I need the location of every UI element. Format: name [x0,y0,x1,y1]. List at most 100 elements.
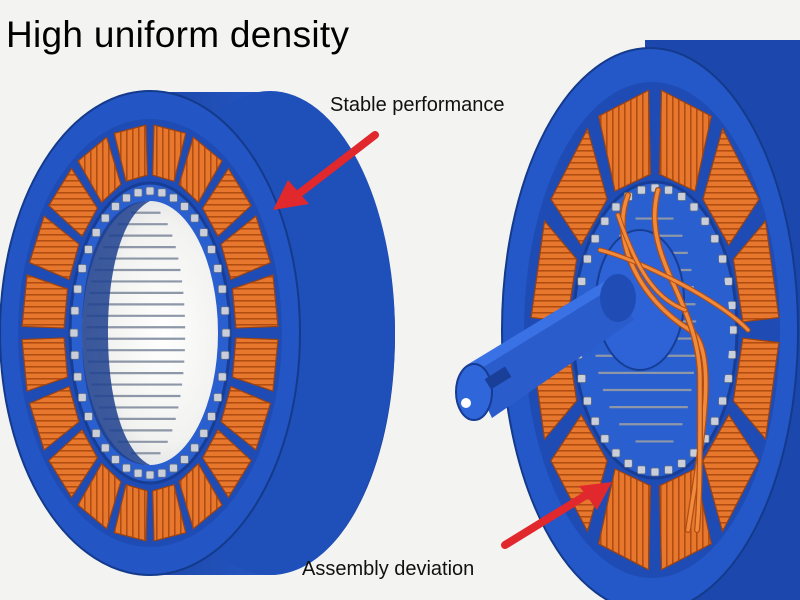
left-tooth-tip [100,213,110,223]
left-tooth-tip [221,328,231,338]
left-tooth-tip [133,468,143,478]
left-coil [202,428,252,499]
right-tooth-tip [637,465,646,475]
right-tooth-tip [718,254,727,264]
right-coil [598,89,652,192]
right-tooth-tip [664,465,673,475]
left-tooth-tip [199,228,209,237]
left-tooth-tip [84,245,93,254]
left-coil [220,385,272,451]
right-coil [702,413,760,533]
right-tooth-tip [611,202,621,212]
right-coil [702,127,760,247]
right-tooth-tip [623,459,633,468]
right-tooth-tip [710,416,720,426]
left-tooth-tip [77,264,87,273]
left-tooth-tip [145,186,155,196]
left-tooth-tip [190,443,200,453]
left-tooth-tip [91,228,101,237]
left-coil [77,136,122,204]
right-tooth-tip [689,202,699,212]
right-tooth-tip [718,396,727,406]
left-coil [202,167,252,238]
left-tooth-tip [157,188,167,198]
shaft-center-hole [461,398,471,408]
left-tooth-tip [169,193,178,203]
left-coil [231,337,279,392]
left-tooth-tip [220,350,230,360]
right-tooth-tip [590,234,600,244]
left-coil [220,215,272,281]
left-coil-ring [21,124,279,542]
right-tooth-tip [590,416,600,426]
left-tooth-tip [84,412,93,421]
right-tooth-tip [611,448,621,458]
left-tooth-tips [69,186,231,480]
arrow-stable-performance [273,131,379,210]
left-tooth-tip [199,429,209,438]
right-tooth-tip [727,300,737,310]
right-tooth-tip [677,459,687,468]
left-coil [152,483,187,542]
left-tooth-tip [69,328,79,338]
right-coil [732,219,780,323]
right-tooth-tip [723,374,733,383]
left-tooth-tip [70,306,80,316]
left-tooth-tip [217,372,227,382]
right-tooth-tip [637,185,646,195]
right-stator [455,40,800,600]
left-tooth-tip [169,463,178,473]
right-tooth-tip [664,185,673,195]
left-tooth-tip [73,284,83,294]
right-tooth-tip [727,350,737,360]
left-tooth-tip [122,463,131,473]
left-tooth-tip [180,202,189,211]
lead-wires [597,187,751,533]
left-tooth-tip [70,350,80,360]
right-tooth-tip [583,254,592,264]
left-coil [178,462,223,530]
left-coil [113,483,148,542]
left-tooth-tip [111,455,120,464]
left-bore-shadow [82,200,150,466]
right-tooth-tip [577,374,587,383]
right-coil [598,468,652,571]
left-coil [28,385,80,451]
right-tooth-tip [577,277,587,286]
left-tooth-tip [207,412,216,421]
right-tooth-tip [583,396,592,406]
left-tooth-tip [73,372,83,382]
left-coil [28,215,80,281]
annotation-assembly-deviation: Assembly deviation [302,558,475,580]
shaft [455,274,636,421]
left-coil [48,428,98,499]
left-tooth-tip [217,284,227,294]
left-tooth-tip [220,306,230,316]
left-coil [178,136,223,204]
left-tooth-tip [190,213,200,223]
left-tooth-tip [213,264,223,273]
right-tooth-tip [723,277,733,286]
left-coil [21,337,69,392]
left-tooth-tip [207,245,216,254]
page-title: High uniform density [6,14,350,55]
left-tooth-tip [91,429,101,438]
left-tooth-tip [213,393,223,402]
right-coil [732,337,780,441]
annotation-stable-performance: Stable performance [330,94,505,116]
left-coil [21,274,69,329]
shaft-end [455,363,493,421]
right-tooth-tip [728,325,738,335]
right-tooth-tip [677,192,687,201]
left-coil [113,124,148,183]
left-tooth-tip [122,193,131,203]
left-tooth-tip [145,470,155,480]
right-tooth-tip [600,434,610,444]
left-tooth-tip [133,188,143,198]
right-coil [550,127,608,247]
left-tooth-tip [180,455,189,464]
left-coil [152,124,187,183]
right-coil [658,89,712,192]
right-tooth-tip [600,216,610,226]
